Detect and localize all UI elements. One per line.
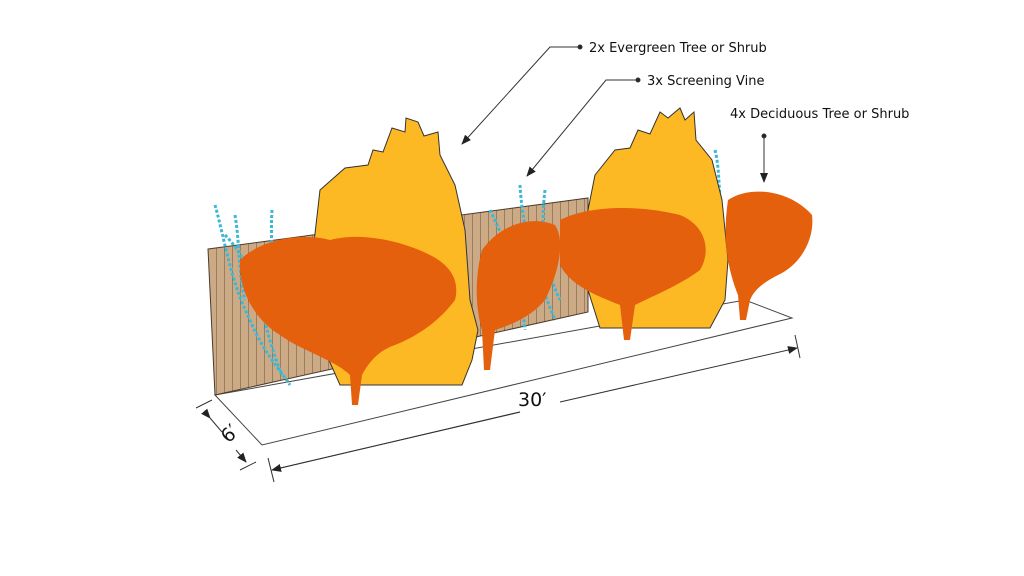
deciduous-label: 4x Deciduous Tree or Shrub xyxy=(730,107,909,122)
length-dimension xyxy=(267,334,801,483)
length-dimension-label: 30′ xyxy=(518,389,547,411)
depth-dimension xyxy=(195,399,257,471)
vine-callout xyxy=(526,77,641,177)
deciduous-callout xyxy=(760,133,768,183)
depth-dimension-label: 6′ xyxy=(217,420,244,447)
evergreen-label: 2x Evergreen Tree or Shrub xyxy=(589,41,767,56)
ground-plane xyxy=(214,299,794,446)
vine-label: 3x Screening Vine xyxy=(647,74,764,89)
evergreen-callout xyxy=(461,44,583,145)
deciduous-tree xyxy=(239,191,813,405)
